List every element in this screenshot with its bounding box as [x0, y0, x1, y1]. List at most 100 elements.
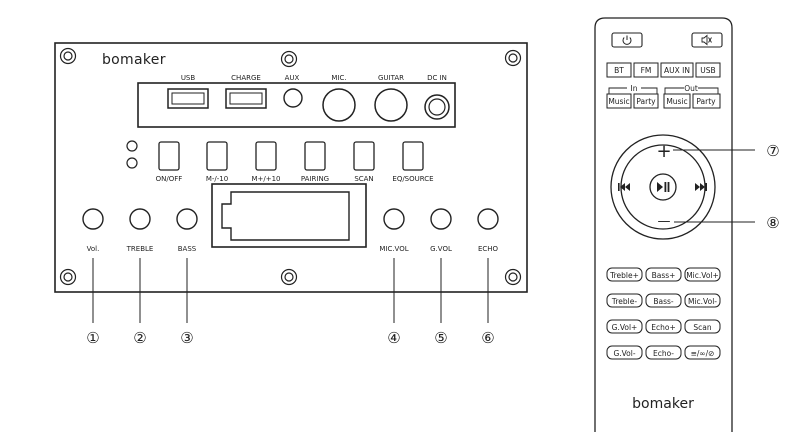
remote-grid-label: Mic.Vol-: [688, 297, 717, 306]
remote-grid-label: Treble+: [609, 271, 639, 280]
remote-out-party-button[interactable]: [692, 93, 721, 109]
dc-in-jack[interactable]: [424, 94, 450, 120]
remote-power-button[interactable]: [611, 32, 643, 48]
in-label: In: [631, 84, 638, 93]
remote-grid-label: Treble-: [611, 297, 637, 306]
remote-label-fm: FM: [641, 66, 652, 75]
lcd-screen: [221, 191, 350, 241]
charge-port[interactable]: [225, 88, 267, 109]
remote-brand: bomaker: [632, 396, 694, 412]
remote-bt-button[interactable]: [606, 62, 632, 78]
remote-echo-down-button[interactable]: [645, 345, 682, 360]
remote-mute-button[interactable]: [691, 32, 723, 48]
echo-knob[interactable]: [477, 208, 499, 230]
knob-label-echo: ECHO: [478, 245, 499, 253]
guitar-volume-knob[interactable]: [430, 208, 452, 230]
callout-2: ②: [133, 329, 146, 347]
volume-knob[interactable]: [82, 208, 104, 230]
usb-port[interactable]: [167, 88, 209, 109]
knob-label-vol: Vol.: [87, 245, 100, 253]
callout-6: ⑥: [481, 329, 494, 347]
callout-4: ④: [387, 329, 400, 347]
treble-knob[interactable]: [129, 208, 151, 230]
callout-8: ⑧: [766, 214, 779, 232]
front-panel: bomaker USB CHARGE AUX MIC. GUITAR DC IN…: [54, 42, 528, 293]
prev-track-button[interactable]: [206, 141, 228, 171]
remote-mic-vol-down-button[interactable]: [684, 293, 721, 308]
callout-5: ⑤: [434, 329, 447, 347]
remote-label-aux-in: AUX IN: [664, 66, 690, 75]
bass-knob[interactable]: [176, 208, 198, 230]
previous-icon[interactable]: [618, 183, 630, 191]
remote-label-out-music: Music: [666, 97, 687, 106]
remote-bass-down-button[interactable]: [645, 293, 682, 308]
remote-grid-label: Mic.Vol+: [686, 271, 719, 280]
remote-in-party-button[interactable]: [633, 93, 659, 109]
out-label: Out: [684, 84, 698, 93]
panel-brand: bomaker: [102, 52, 166, 68]
next-icon[interactable]: [695, 183, 707, 191]
port-label-dcin: DC IN: [427, 74, 447, 82]
remote-plus-label: +: [656, 141, 671, 162]
button-label-mplus: M+/+10: [251, 175, 280, 183]
remote-play-pause-button[interactable]: [649, 173, 677, 201]
guitar-jack[interactable]: [374, 88, 408, 122]
button-label-onoff: ON/OFF: [156, 175, 183, 183]
remote-gvol-up-button[interactable]: [606, 319, 643, 334]
remote-label-in-party: Party: [636, 97, 656, 106]
remote-in-music-button[interactable]: [606, 93, 632, 109]
remote-grid-label: Bass+: [652, 271, 676, 280]
onoff-button[interactable]: [158, 141, 180, 171]
scan-button[interactable]: [353, 141, 375, 171]
next-track-button[interactable]: [255, 141, 277, 171]
button-label-mminus: M-/-10: [206, 175, 228, 183]
port-label-aux: AUX: [285, 74, 300, 82]
play-pause-icon: [657, 182, 670, 192]
volume-down-button[interactable]: —: [658, 214, 671, 229]
remote-grid-label: Scan: [693, 323, 711, 332]
knob-label-gvol: G.VOL: [430, 245, 452, 253]
remote-gvol-down-button[interactable]: [606, 345, 643, 360]
remote-scan-button[interactable]: [684, 319, 721, 334]
pairing-button[interactable]: [304, 141, 326, 171]
remote-treble-up-button[interactable]: [606, 267, 643, 282]
volume-up-button[interactable]: +: [656, 141, 671, 162]
eq-source-button[interactable]: [402, 141, 424, 171]
knob-label-bass: BASS: [178, 245, 197, 253]
remote-wheel-outer: [610, 134, 716, 240]
remote-out-music-button[interactable]: [663, 93, 691, 109]
remote-grid-label: Bass-: [653, 297, 674, 306]
port-label-usb: USB: [181, 74, 196, 82]
port-label-mic: MIC.: [331, 74, 346, 82]
remote-grid-label: G.Vol+: [612, 323, 638, 332]
screw-icon: [504, 49, 522, 67]
screw-icon: [280, 268, 298, 286]
remote-label-bt: BT: [614, 66, 624, 75]
remote-repeat-mode-button[interactable]: [684, 345, 721, 360]
knob-label-treble: TREBLE: [126, 245, 154, 253]
screw-icon: [59, 47, 77, 65]
in-out-brackets: [608, 87, 719, 94]
screw-icon: [59, 268, 77, 286]
knob-label-micvol: MIC.VOL: [379, 245, 408, 253]
mute-icon: [701, 34, 712, 46]
remote-usb-button[interactable]: [695, 62, 721, 78]
callout-7: ⑦: [766, 142, 779, 160]
remote-fm-button[interactable]: [633, 62, 659, 78]
remote-echo-up-button[interactable]: [645, 319, 682, 334]
aux-jack[interactable]: [283, 88, 303, 108]
mic-volume-knob[interactable]: [383, 208, 405, 230]
port-panel: [137, 82, 456, 128]
display-frame: [211, 183, 367, 248]
mic-jack[interactable]: [322, 88, 356, 122]
remote-bass-up-button[interactable]: [645, 267, 682, 282]
remote-label-out-party: Party: [696, 97, 716, 106]
remote-grid-label: Echo-: [653, 349, 674, 358]
screw-icon: [504, 268, 522, 286]
remote-grid-label: ≡/∞/⊘: [691, 349, 715, 358]
remote-mic-vol-up-button[interactable]: [684, 267, 721, 282]
power-icon: [622, 35, 632, 45]
remote-aux-in-button[interactable]: [660, 62, 694, 78]
remote-treble-down-button[interactable]: [606, 293, 643, 308]
callout-3: ③: [180, 329, 193, 347]
